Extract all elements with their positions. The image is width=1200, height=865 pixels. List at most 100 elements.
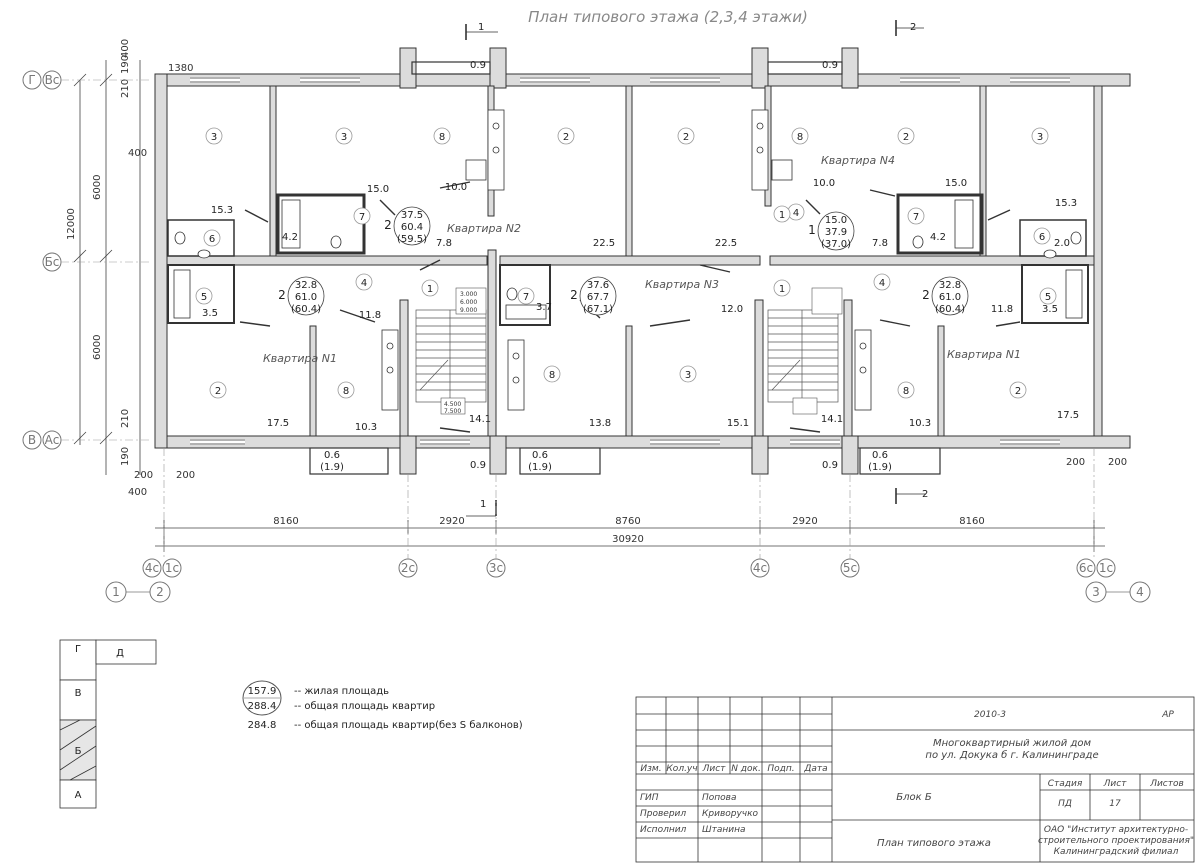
room-area: 0.9: [822, 60, 838, 71]
stamp-role-checked: Проверил: [640, 809, 686, 819]
room-area: 10.3: [909, 418, 931, 429]
svg-text:3: 3: [1037, 132, 1043, 143]
apartment-label-1-right: Квартира N1: [947, 348, 1021, 361]
svg-text:8: 8: [549, 370, 555, 381]
apartment-summary: 32.861.0(60.4)2: [278, 276, 325, 316]
svg-text:8: 8: [903, 386, 909, 397]
room-area: 7.8: [872, 238, 888, 249]
staircase-right: [767, 309, 839, 403]
svg-text:2: 2: [563, 132, 569, 143]
room-bubble: 1: [421, 279, 439, 297]
stair-level-marks: [440, 287, 843, 415]
svg-text:1380: 1380: [168, 63, 193, 74]
stamp-name-gip: Попова: [702, 793, 736, 803]
stamp-header-podp: Подп.: [767, 764, 794, 774]
apartment-summary-value: 61.0: [295, 292, 317, 303]
room-area: 15.1: [727, 418, 749, 429]
stamp-header-izm: Изм.: [640, 764, 661, 774]
svg-text:1: 1: [779, 210, 785, 221]
apartment-rooms-count: 1: [808, 223, 816, 237]
svg-text:3: 3: [211, 132, 217, 143]
apartment-summary-value: (67.1): [583, 304, 613, 315]
room-area: 12.0: [721, 304, 743, 315]
legend: 157.9 288.4 284.8 -- жилая площадь -- об…: [242, 680, 523, 731]
axis-bubble-b: Бс: [42, 252, 150, 272]
room-area: 10.0: [445, 182, 467, 193]
room-bubble: 7: [907, 207, 925, 225]
apartment-summary-value: 32.8: [939, 280, 961, 291]
key-plan-a: А: [75, 790, 82, 801]
apartment-summary-value: 60.4: [401, 222, 423, 233]
room-area: 11.8: [991, 304, 1013, 315]
svg-text:190: 190: [120, 55, 131, 74]
stamp-role-executed: Исполнил: [640, 825, 687, 835]
svg-text:2: 2: [1015, 386, 1021, 397]
stamp-org-1: ОАО "Институт архитектурно-: [1044, 825, 1188, 835]
stamp-org-2: строительного проектирования": [1038, 836, 1194, 846]
apartment-rooms-count: 2: [922, 288, 930, 302]
svg-text:200: 200: [176, 470, 195, 481]
room-area: (1.9): [868, 462, 892, 473]
svg-text:3: 3: [1092, 585, 1100, 599]
apartment-summary: 37.560.4(59.5)2: [384, 206, 431, 246]
svg-text:8160: 8160: [273, 516, 298, 527]
svg-text:-- жилая площадь: -- жилая площадь: [294, 686, 389, 697]
svg-text:3: 3: [341, 132, 347, 143]
room-bubble: 2: [677, 127, 695, 145]
svg-text:210: 210: [120, 409, 131, 428]
svg-text:2: 2: [903, 132, 909, 143]
svg-text:4с: 4с: [145, 561, 159, 575]
stamp-header-ndoc: N док.: [731, 764, 761, 774]
svg-text:210: 210: [120, 79, 131, 98]
svg-text:400: 400: [128, 487, 147, 498]
svg-text:12000: 12000: [66, 208, 77, 240]
stair-mark-7500: 7.500: [444, 408, 461, 415]
room-area: 17.5: [267, 418, 289, 429]
room-area: 0.9: [470, 60, 486, 71]
stair-mark-3000: 3.000: [460, 291, 477, 298]
room-area: 10.0: [813, 178, 835, 189]
stamp-mark: АР: [1161, 710, 1174, 720]
stair-mark-6000: 6.000: [460, 299, 477, 306]
room-area: (1.9): [528, 462, 552, 473]
room-bubble: 4: [873, 273, 891, 291]
svg-text:Вс: Вс: [45, 73, 60, 87]
left-dimension-chain: 12000 6000 6000 400 190 210 400 210 190 …: [66, 39, 1127, 498]
svg-text:4с: 4с: [753, 561, 767, 575]
key-plan-g: Г: [75, 644, 81, 655]
room-area: 0.6: [532, 450, 548, 461]
svg-text:157.9: 157.9: [248, 686, 277, 697]
svg-text:Ас: Ас: [45, 433, 60, 447]
apartment-label-2: Квартира N2: [447, 222, 521, 235]
key-plan-b: Б: [75, 746, 82, 757]
svg-text:8: 8: [797, 132, 803, 143]
bottom-axis-bubbles: 4с 1с 2с 3с 4с 5с 6с 1с 1 2 3 4: [105, 448, 1151, 603]
svg-text:2920: 2920: [792, 516, 817, 527]
building-walls: [154, 47, 1131, 475]
apartment-label-4: Квартира N4: [821, 154, 895, 167]
stamp-sheet-label: Лист: [1103, 779, 1128, 789]
apartment-summary-value: 37.5: [401, 210, 423, 221]
axis-bubble-g: Г Вс: [22, 70, 150, 90]
svg-text:2: 2: [156, 585, 164, 599]
room-bubble: 5: [195, 287, 213, 305]
svg-text:200: 200: [134, 470, 153, 481]
room-area: 11.8: [359, 310, 381, 321]
svg-text:3с: 3с: [489, 561, 503, 575]
room-area: 15.3: [1055, 198, 1077, 209]
stamp-name-checked: Криворучко: [702, 809, 759, 819]
stamp-header-list: Лист: [702, 764, 727, 774]
room-bubble: 8: [433, 127, 451, 145]
stamp-org-3: Калининградский филиал: [1054, 847, 1179, 857]
svg-text:2: 2: [215, 386, 221, 397]
apartment-summary-value: (60.4): [291, 304, 321, 315]
stamp-role-gip: ГИП: [640, 793, 659, 803]
room-bubble: 6: [203, 229, 221, 247]
room-area: 14.1: [469, 414, 491, 425]
apartment-summary-value: 37.6: [587, 280, 609, 291]
room-area: 10.3: [355, 422, 377, 433]
stair-mark-4500: 4.500: [444, 401, 461, 408]
svg-text:6000: 6000: [92, 335, 103, 360]
